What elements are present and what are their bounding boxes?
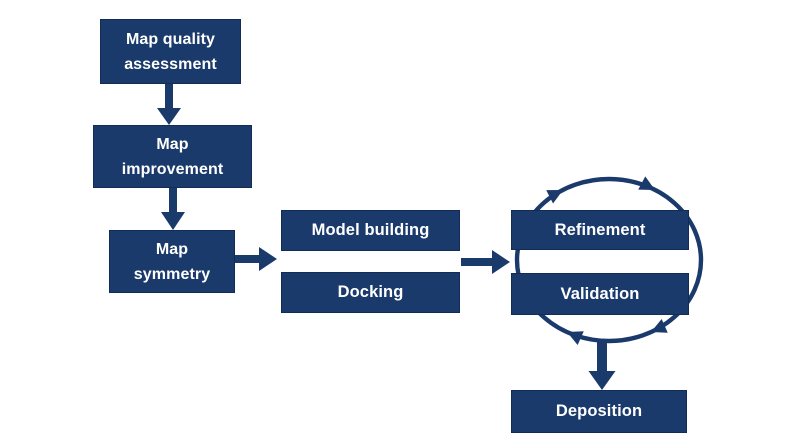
node-refinement: Refinement [511, 210, 689, 250]
node-label-line: Model building [311, 221, 430, 239]
arrow-right-modeling-to-refinement-icon [461, 250, 510, 274]
node-docking: Docking [281, 272, 460, 313]
node-label-line: improvement [121, 160, 224, 178]
node-validation: Validation [511, 273, 689, 315]
node-map-quality-assessment: Map quality assessment [100, 19, 241, 84]
node-label-line: Refinement [554, 220, 646, 239]
arrow-down-quality-to-improvement-icon [157, 84, 181, 125]
arrow-down-cycle-to-deposition-icon [588, 340, 616, 390]
node-label-line: Deposition [555, 402, 643, 420]
cycle-arrowhead-top-right-icon [638, 176, 655, 190]
node-deposition: Deposition [511, 390, 687, 433]
node-label-line: Docking [337, 283, 404, 301]
node-label-line: symmetry [133, 265, 211, 283]
node-label-line: assessment [124, 55, 217, 73]
node-label-line: Map [156, 135, 189, 153]
cycle-ellipse [514, 176, 704, 344]
cycle-arrowhead-bottom-left-icon [567, 331, 584, 345]
node-model-building: Model building [281, 210, 460, 251]
cycle-arrowhead-bottom-right-icon [651, 319, 668, 333]
node-label-line: Map [155, 240, 189, 258]
node-label-line: Map quality [125, 30, 216, 48]
node-map-symmetry: Map symmetry [109, 230, 235, 293]
cycle-arrowhead-top-left-icon [546, 190, 563, 204]
arrow-down-improvement-to-symmetry-icon [161, 188, 185, 230]
node-label-line: Validation [560, 284, 640, 303]
arrow-right-symmetry-to-modeling-icon [235, 247, 277, 271]
node-map-improvement: Map improvement [93, 125, 252, 188]
